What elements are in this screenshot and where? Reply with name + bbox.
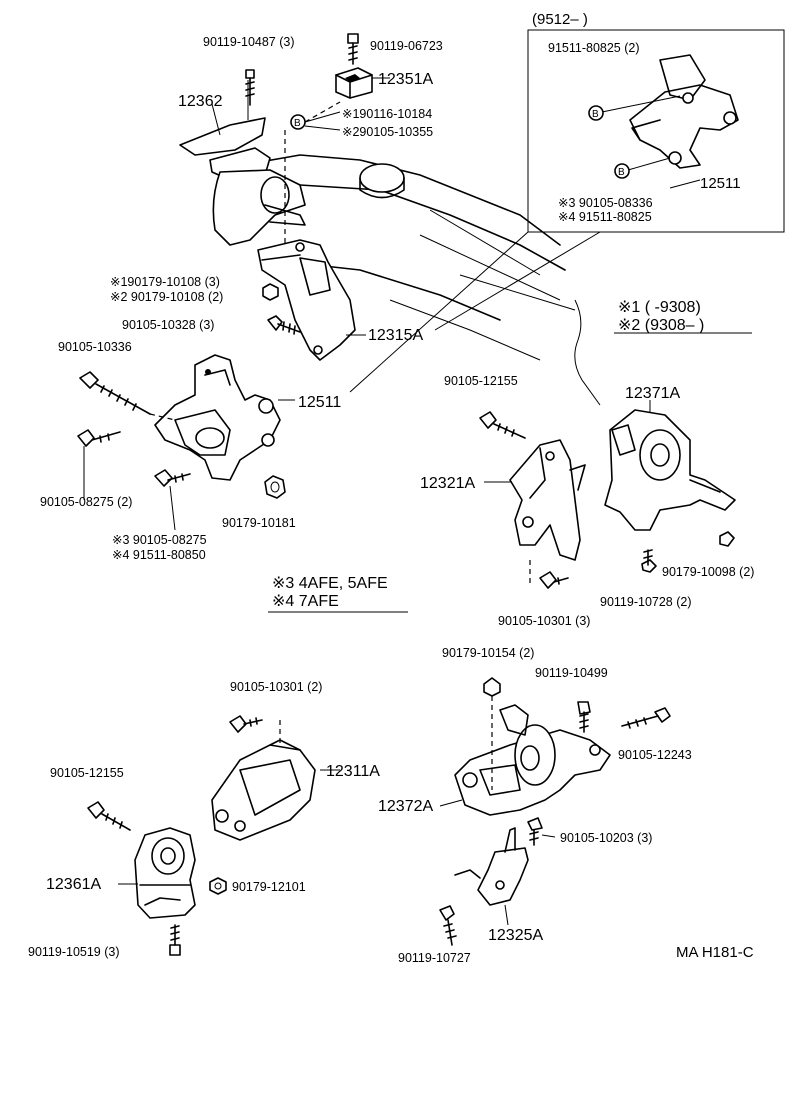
label-reference: MA H181-C (676, 944, 754, 961)
label-90105-12243: 90105-12243 (618, 748, 692, 762)
labels: 90119-10487 (3) 90119-06723 12351A 12362… (28, 11, 754, 965)
callout-B-text-inset-1: B (592, 109, 599, 120)
leader-dash-3 (149, 413, 176, 421)
label-12372A: 12372A (378, 798, 433, 815)
bolt-90105-12155-bot (87, 801, 131, 831)
nut-90179-10154 (483, 677, 501, 697)
label-12371A: 12371A (625, 385, 680, 402)
label-90105-10301-a: 90105-10301 (3) (498, 614, 590, 628)
label-290179-10108: ※2 90179-10108 (2) (110, 290, 223, 304)
leader-lines (118, 77, 701, 926)
label-12511-inset: 12511 (700, 175, 741, 192)
label-90105-12155-bot: 90105-12155 (50, 766, 124, 780)
callout-B-inset-1 (588, 105, 604, 121)
callout-B-inset-2 (614, 163, 630, 179)
label-390105-08275: ※3 90105-08275 (112, 533, 207, 547)
label-90179-10154: 90179-10154 (2) (442, 646, 534, 660)
label-91511-80825: 91511-80825 (2) (548, 41, 640, 55)
bolt-90105-12155-top (479, 411, 526, 439)
label-12315A: 12315A (368, 327, 423, 344)
label-inset-header: (9512– ) (532, 11, 588, 28)
label-12311A: 12311A (326, 763, 380, 780)
label-note2: ※2 (9308– ) (618, 317, 704, 334)
bolt-90105-10336 (79, 371, 151, 415)
callout-B-text-inset-2: B (618, 167, 625, 178)
bolt-90105-10301-b (229, 715, 263, 733)
bracket-12511-main (154, 354, 281, 481)
mount-12371A (604, 409, 736, 531)
mount-12361A (134, 827, 196, 919)
label-390105-08336: ※3 90105-08336 (558, 196, 653, 210)
label-12351A: 12351A (378, 71, 433, 88)
bolt-90105-12243 (621, 707, 671, 729)
leader-dash-1 (304, 101, 341, 123)
bolt-90119-10519 (169, 924, 181, 956)
label-90105-10336: 90105-10336 (58, 340, 132, 354)
bolt-90105-08275 (77, 429, 121, 500)
label-12321A: 12321A (420, 475, 475, 492)
label-90119-10519: 90119-10519 (3) (28, 945, 120, 959)
nut-90179-12101 (209, 877, 227, 895)
label-12511-main: 12511 (298, 394, 341, 411)
label-90105-12155-top: 90105-12155 (444, 374, 518, 388)
label-90119-06723: 90119-06723 (370, 39, 443, 53)
label-90105-10203: 90105-10203 (3) (560, 831, 652, 845)
bolt-90119-10487 (245, 69, 255, 106)
mount-12362 (179, 80, 306, 246)
label-12325A: 12325A (488, 927, 543, 944)
label-90119-10487: 90119-10487 (3) (203, 35, 295, 49)
bolt-90105-10301-a (539, 571, 569, 589)
bracket-12321A (509, 439, 586, 561)
bolt-90119-06723 (347, 33, 359, 65)
bolt-90119-10727 (439, 869, 481, 946)
label-note3: ※3 4AFE, 5AFE (272, 575, 388, 592)
bolt-90119-10728 (641, 549, 657, 573)
bolt-90105-10203 (527, 817, 543, 846)
nut-90179-10108 (262, 283, 279, 301)
bracket-12325A (477, 827, 529, 906)
label-90105-08275: 90105-08275 (2) (40, 495, 132, 509)
label-90179-10098: 90179-10098 (2) (662, 565, 754, 579)
bolt-90119-10499 (577, 701, 591, 733)
cushion-12351A (335, 67, 373, 99)
label-90119-10728: 90119-10728 (2) (600, 595, 692, 609)
label-note1: ※1 ( -9308) (618, 299, 701, 316)
label-90179-12101: 90179-12101 (232, 880, 306, 894)
mount-12372A (454, 704, 611, 816)
nut-90179-10181 (264, 475, 286, 499)
label-90119-10727: 90119-10727 (398, 951, 471, 965)
label-290105-10355: ※290105-10355 (342, 125, 433, 139)
label-12361A: 12361A (46, 876, 101, 893)
callout-B-text-main: B (294, 118, 301, 129)
inset-bracket-12511 (601, 54, 739, 171)
label-491511-80850: ※4 91511-80850 (112, 548, 206, 562)
label-190116-10184: ※190116-10184 (342, 107, 432, 121)
bracket-12315A (257, 239, 356, 361)
label-12362: 12362 (178, 93, 223, 110)
bolt-90105-08275-alt (154, 469, 191, 531)
label-491511-80825: ※4 91511-80825 (558, 210, 652, 224)
label-90105-10328: 90105-10328 (3) (122, 318, 214, 332)
label-190179-10108: ※190179-10108 (3) (110, 275, 220, 289)
label-90119-10499: 90119-10499 (535, 666, 608, 680)
inset-box (349, 29, 785, 393)
label-90105-10301-b: 90105-10301 (2) (230, 680, 322, 694)
label-note4: ※4 7AFE (272, 593, 339, 610)
label-90179-10181: 90179-10181 (222, 516, 296, 530)
bracket-12311A (211, 739, 316, 841)
nut-90179-10098 (719, 531, 735, 547)
bolt-90105-10328 (267, 315, 301, 335)
